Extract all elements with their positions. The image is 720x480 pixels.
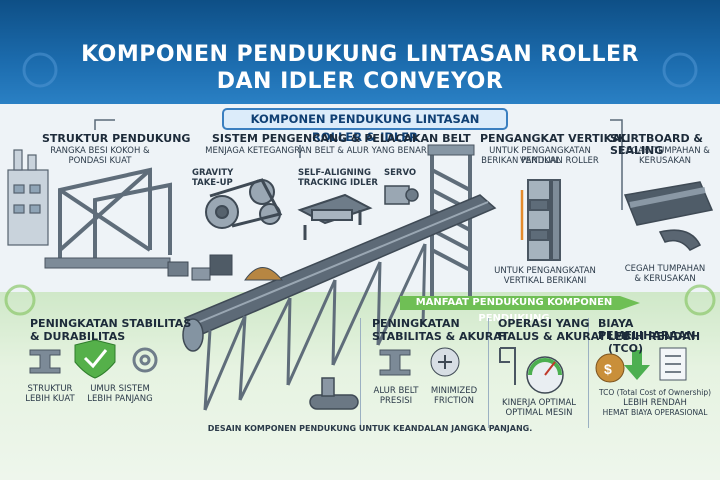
label-self-1: SELF-ALIGNING — [298, 168, 371, 178]
servo-icon — [384, 185, 419, 205]
benefit-banner-arrow — [400, 296, 640, 310]
benefit-item-4-1: MINIMIZED — [430, 386, 478, 396]
support-frame-icon — [50, 167, 172, 264]
section-sub-skirt-2: KERUSAKAN — [638, 156, 692, 166]
benefit-title-stability-1: PENINGKATAN STABILITAS — [30, 317, 192, 330]
roller-module-icon — [309, 377, 359, 410]
label-gravity-2: TAKE-UP — [192, 178, 233, 188]
label-self-2: TRACKING IDLER — [298, 178, 378, 188]
vertical-guide-icon — [520, 179, 561, 261]
label-gravity-1: GRAVITY — [192, 168, 234, 178]
benefit-item-1-1: STRUKTUR — [27, 384, 73, 394]
benefit-title-tco-1: BIAYA PEMELIHARAAN — [598, 317, 696, 342]
down-arrow-icon — [624, 350, 650, 380]
page-title-line1: KOMPONEN PENDUKUNG LINTASAN ROLLER — [81, 42, 639, 67]
header-gear-icon — [22, 52, 698, 88]
benefit-item-2-1: UMUR SISTEM — [90, 384, 150, 394]
benefit-item-3-2: PRESISI — [379, 396, 413, 406]
foundation-block — [44, 257, 171, 269]
benefit-title-smooth-1: OPERASI YANG — [498, 317, 590, 330]
label-servo: SERVO — [384, 168, 417, 178]
checklist-icon — [659, 347, 687, 381]
section-title-vertical: PENGANGKAT VERTIKAL — [480, 132, 628, 145]
steel-beam-icon — [29, 349, 61, 374]
header-band: KOMPONEN PENDUKUNG LINTASAN ROLLER DAN I… — [0, 0, 720, 104]
skirtboard-icon — [623, 181, 714, 251]
benefit-item-6-2: LEBIH RENDAH — [623, 398, 687, 408]
benefit-title-smooth-2: HALUS & AKURAT — [498, 330, 606, 343]
benefit-item-6-3: HEMAT BIAYA OPERASIONAL — [602, 408, 708, 417]
tracking-idler-icon — [297, 193, 373, 240]
section-sub-tension: MENJAGA KETEGANGRAN BELT & ALUR YANG BEN… — [205, 146, 427, 156]
gravity-takeup-icon — [205, 178, 283, 229]
section-sub-vertical-2: BERIKAN PANDUAN ROLLER — [481, 156, 599, 166]
section-title-skirt: SKIRTBOARD & SEALING — [610, 132, 703, 157]
divider-3 — [588, 318, 589, 428]
top-section-banner: KOMPONEN PENDUKUNG LINTASAN ROLLER & IDL… — [222, 108, 508, 144]
factory-icon — [7, 149, 49, 246]
benefit-item-1-2: LEBIH KUAT — [25, 394, 75, 404]
speedometer-icon — [526, 356, 564, 394]
benefit-item-6-1: TCO (Total Cost of Ownership) — [598, 388, 712, 397]
benefit-item-5-1: KINERJA OPTIMAL — [502, 398, 576, 408]
friction-gauge-icon — [430, 347, 460, 377]
section-title-tension: SISTEM PENGENCANG & PELACAKAN BELT — [212, 132, 471, 145]
section-sub-support-2: PONDASI KUAT — [68, 156, 132, 166]
benefit-item-3-1: ALUR BELT — [373, 386, 419, 396]
benefit-title-accuracy-1: PENINGKATAN — [372, 317, 460, 330]
component-cluster-icon — [167, 254, 284, 281]
section-sub-support-1: RANGKA BESI KOKOH & — [50, 146, 150, 156]
benefit-banner: MANFAAT PENDUKUNG KOMPONEN PENDUKUNG — [415, 297, 613, 324]
section-sub-skirt-1: CEGAH TUMPAHAN & — [620, 146, 710, 156]
shield-check-icon — [74, 339, 116, 379]
beam-precision-icon — [379, 349, 411, 376]
section-sub-vertical-1: UNTUK PENGANGKATAN VERTIKAL — [489, 146, 591, 166]
section-title-support: STRUKTUR PENDUKUNG — [42, 132, 191, 145]
svg-text:$: $ — [604, 361, 612, 377]
divider-2 — [488, 318, 489, 428]
tower-top — [427, 144, 475, 156]
benefit-item-2-2: LEBIH PANJANG — [87, 394, 153, 404]
gear-icon — [132, 347, 158, 373]
connector-arrows — [94, 119, 623, 210]
vertical-caption-2: VERTIKAL BERIKANI — [503, 276, 587, 286]
benefit-title-stability-2: & DURABILITAS — [30, 330, 126, 343]
benefit-item-4-2: FRICTION — [434, 396, 474, 406]
skirt-caption-1: CEGAH TUMPAHAN — [624, 264, 706, 274]
caliper-icon — [499, 347, 516, 385]
benefit-item-5-2: OPTIMAL MESIN — [505, 408, 573, 418]
money-bag-icon: $ — [595, 353, 625, 383]
page-title-line2: DAN IDLER CONVEYOR — [216, 69, 504, 94]
conveyor-drive-drum — [182, 318, 204, 352]
vertical-caption-1: UNTUK PENGANGKATAN — [494, 266, 596, 276]
skirt-caption-2: & KERUSAKAN — [634, 274, 696, 284]
benefit-title-tco-2: LEBIH RENDAH (TCO) — [608, 330, 701, 355]
benefit-title-accuracy-2: STABILITAS & AKURAT — [372, 330, 509, 343]
divider-1 — [360, 318, 361, 428]
decor-gears — [4, 284, 716, 316]
conveyor-support-legs — [203, 243, 427, 411]
footer-caption: DESAIN KOMPONEN PENDUKUNG UNTUK KEANDALA… — [207, 424, 533, 433]
